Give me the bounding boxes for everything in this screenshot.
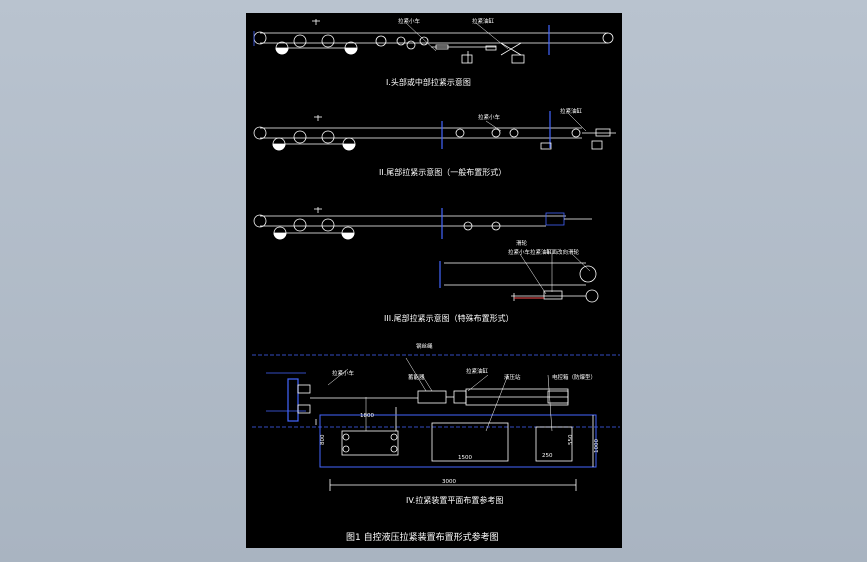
- dim-1000: 1000: [594, 439, 600, 453]
- section-2-belt-layout: 拉紧小车 拉紧油缸 II.尾部拉紧示意图（一般布置形式）: [253, 107, 616, 177]
- s4-label-wire-rope: 钢丝绳: [416, 342, 433, 350]
- dim-3000: 3000: [442, 479, 456, 485]
- s4-label-hydraulic-station: 液压站: [504, 373, 521, 381]
- s3-label-cart: 拉紧小车: [508, 248, 531, 256]
- dim-1500: 1500: [458, 455, 472, 461]
- section-4-plan-layout: 钢丝绳 拉紧小车 蓄能器 拉紧油缸 液压站 电控箱（防爆型） 1800 800 …: [252, 342, 620, 505]
- s2-label-cart: 拉紧小车: [478, 113, 501, 121]
- s3-label-cylinder: 拉紧油缸: [530, 248, 553, 256]
- section-4-caption: IV.拉紧装置平面布置参考图: [406, 495, 503, 505]
- s4-label-cart: 拉紧小车: [332, 369, 355, 377]
- dim-550: 550: [568, 434, 574, 445]
- drawing-sheet: 拉紧小车 拉紧油缸 I.头部或中部拉紧示意图 拉紧小车 拉紧油缸 II.尾部拉紧…: [246, 13, 622, 548]
- s1-label-cylinder: 拉紧油缸: [472, 17, 495, 25]
- s4-label-cylinder: 拉紧油缸: [466, 367, 489, 375]
- s1-label-cart: 拉紧小车: [398, 17, 421, 25]
- s4-label-accumulator: 蓄能器: [408, 373, 425, 381]
- s3-label-pulley: 滑轮: [516, 239, 528, 247]
- section-3-caption: III.尾部拉紧示意图（特殊布置形式）: [384, 313, 514, 323]
- dim-800: 800: [320, 434, 326, 445]
- section-1-caption: I.头部或中部拉紧示意图: [386, 77, 471, 87]
- dim-1800: 1800: [360, 413, 374, 419]
- section-2-caption: II.尾部拉紧示意图（一般布置形式）: [379, 167, 506, 177]
- s2-label-cylinder: 拉紧油缸: [560, 107, 583, 115]
- section-3-belt-layout: 滑轮 拉紧小车 拉紧油缸 平面改向滑轮 III.尾部拉紧示意图（特殊布置形式）: [253, 207, 599, 323]
- figure-title: 图1 自控液压拉紧装置布置形式参考图: [346, 531, 499, 543]
- section-1-belt-layout: 拉紧小车 拉紧油缸 I.头部或中部拉紧示意图: [253, 17, 614, 87]
- cad-drawing: 拉紧小车 拉紧油缸 I.头部或中部拉紧示意图 拉紧小车 拉紧油缸 II.尾部拉紧…: [252, 17, 620, 543]
- s3-label-bend-pulley: 平面改向滑轮: [546, 248, 580, 256]
- s4-label-control-box: 电控箱（防爆型）: [552, 373, 596, 381]
- dim-250: 250: [542, 453, 553, 459]
